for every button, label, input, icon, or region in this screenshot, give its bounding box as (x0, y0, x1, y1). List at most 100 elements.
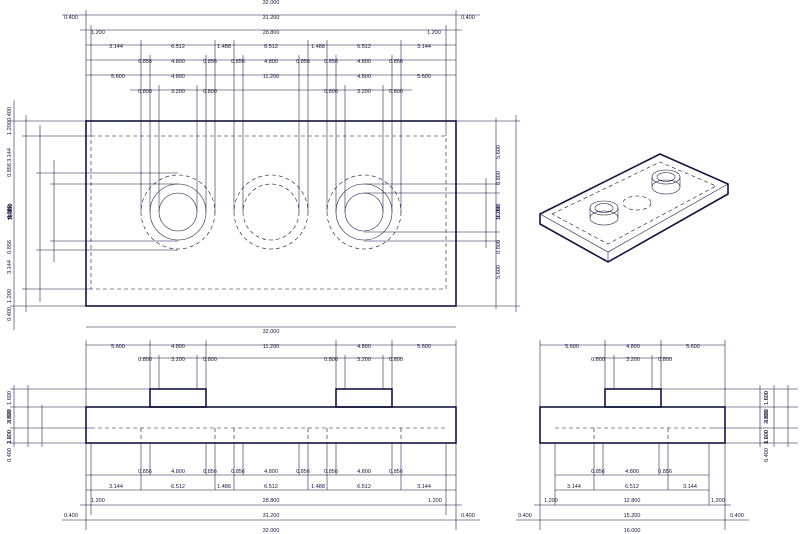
front-edge-l: 1.200 (91, 498, 105, 504)
dimension-label: 0.800 (324, 89, 338, 95)
dimension-label: 0.800 (658, 357, 672, 363)
dimension-label: 4.800 (357, 344, 371, 350)
dimension-label: 16.000 (496, 204, 502, 221)
dimension-label: 2.800 (764, 410, 770, 424)
dimension-label: 3.200 (171, 89, 185, 95)
dimension-label: 6.512 (625, 484, 639, 490)
side-dim-160: 16.000 (624, 528, 641, 534)
side-edge-l2: 0.400 (518, 513, 532, 519)
dimension-label: 5.600 (565, 344, 579, 350)
dimension-label: 0.856 (231, 59, 245, 65)
front-dim-312: 31.200 (263, 513, 280, 519)
dimension-label: 1.488 (311, 44, 325, 50)
dimension-label: 3.200 (496, 205, 502, 219)
top-dim-311: 31.200 (263, 15, 280, 21)
dimension-label: 3.200 (626, 357, 640, 363)
dimension-label: 1.600 (764, 430, 770, 444)
dimension-label: 1.488 (311, 484, 325, 490)
dimension-label: 0.856 (7, 163, 13, 177)
dimension-label: 4.800 (171, 344, 185, 350)
dimension-label: 0.400 (7, 307, 13, 321)
dimension-label: 5.600 (417, 74, 431, 80)
dimension-label: 3.200 (764, 430, 770, 444)
dimension-label: 3.200 (357, 89, 371, 95)
dimension-label: 3.144 (7, 148, 13, 162)
dimension-label: 3.200 (171, 357, 185, 363)
dimension-label: 12.800 (8, 204, 14, 221)
dimension-label: 0.856 (203, 469, 217, 475)
dimension-label: 3.144 (417, 44, 431, 50)
dimension-label: 4.800 (357, 74, 371, 80)
top-view-inner-wall (90, 135, 447, 290)
dimension-label: 0.800 (138, 357, 152, 363)
top-dim-bottom: 32.000 (263, 329, 280, 335)
dimension-label: 0.800 (496, 171, 502, 185)
side-edge-l: 1.200 (544, 498, 558, 504)
dimension-label: 16.000 (8, 204, 14, 221)
dimension-label: 0.856 (296, 469, 310, 475)
side-edge-r2: 0.400 (730, 513, 744, 519)
dimension-label: 0.800 (324, 357, 338, 363)
dimension-label: 0.856 (296, 59, 310, 65)
dimension-label: 0.856 (591, 469, 605, 475)
dimension-label: 3.144 (417, 484, 431, 490)
dimension-label: 4.800 (357, 469, 371, 475)
dimension-label: 5.600 (111, 74, 125, 80)
dimension-label: 5.600 (496, 265, 502, 279)
dimension-label: 4.800 (7, 409, 13, 423)
dimension-label: 0.856 (138, 59, 152, 65)
dimension-label: 0.856 (231, 469, 245, 475)
side-edge-r: 1.200 (711, 498, 725, 504)
dimension-label: 4.800 (625, 469, 639, 475)
dimension-label: 4.800 (7, 205, 13, 219)
front-edge-r: 1.200 (428, 498, 442, 504)
top-edge-right: 0.400 (461, 15, 475, 21)
side-dim-152: 15.200 (624, 513, 641, 519)
side-dim-bottom1: 0.856 4.800 0.856 (591, 469, 672, 475)
top-dim-left: 0.4001.2003.1440.8566.5124.8000.8563.144… (7, 107, 14, 321)
dimension-label: 1.200 (7, 121, 13, 135)
dimension-label: 2.800 (7, 410, 13, 424)
dimension-label: 0.800 (389, 357, 403, 363)
dimension-label: 5.600 (417, 344, 431, 350)
front-dim-320: 32.000 (263, 528, 280, 534)
dimension-label: 1.600 (764, 391, 770, 405)
dimension-label: 0.856 (389, 59, 403, 65)
dimension-label: 6.512 (357, 44, 371, 50)
front-edge-r2: 0.400 (461, 513, 475, 519)
dimension-label: 15.200 (8, 204, 14, 221)
dimension-label: 6.512 (264, 484, 278, 490)
dimension-label: 1.488 (217, 44, 231, 50)
top-edge-right-2: 1.200 (427, 30, 441, 36)
dimension-label: 5.600 (496, 145, 502, 159)
dimension-label: 6.512 (171, 484, 185, 490)
dimension-label: 1.600 (7, 430, 13, 444)
isometric-view (539, 153, 729, 263)
dimension-label: 1.600 (7, 391, 13, 405)
dimension-label: 0.400 (764, 448, 770, 462)
dimension-label: 4.800 (171, 74, 185, 80)
dimension-label: 3.144 (109, 44, 123, 50)
dimension-label: 4.800 (764, 409, 770, 423)
top-dim-overall: 32.000 (263, 0, 280, 6)
dimension-label: 0.800 (389, 89, 403, 95)
dimension-label: 3.144 (109, 484, 123, 490)
dimension-label: 0.400 (7, 107, 13, 121)
top-edge-left: 0.400 (64, 15, 78, 21)
top-edge-left-2: 1.200 (91, 30, 105, 36)
dimension-label: 0.856 (203, 59, 217, 65)
dimension-label: 0.800 (203, 89, 217, 95)
dimension-label: 1.200 (7, 289, 13, 303)
dimension-label: 0.856 (389, 469, 403, 475)
dimension-label: 0.856 (658, 469, 672, 475)
dimension-label: 5.600 (686, 344, 700, 350)
